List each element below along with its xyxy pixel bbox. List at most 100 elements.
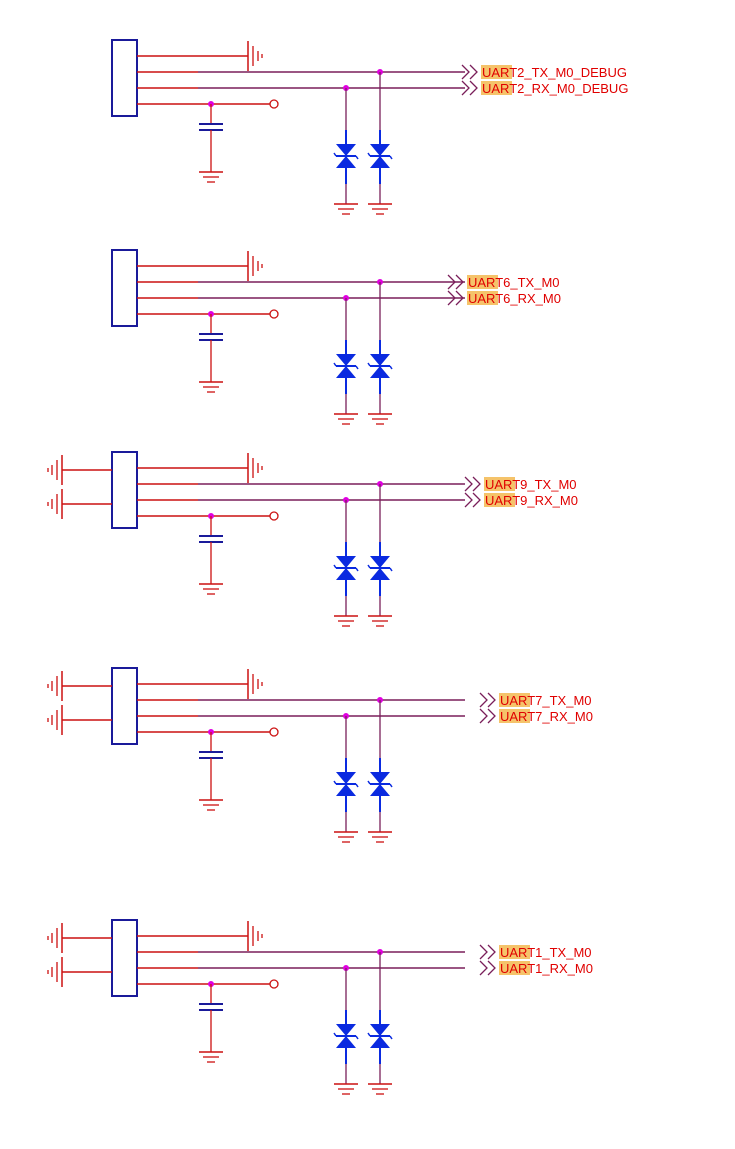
net-label-suffix: 1_TX_M0 bbox=[535, 945, 591, 960]
net-port-icon bbox=[461, 64, 478, 80]
ground-icon bbox=[334, 1083, 358, 1095]
tvs-diode-icon bbox=[333, 130, 359, 184]
chassis-ground-icon bbox=[47, 705, 63, 735]
net-highlight bbox=[499, 945, 530, 959]
net-highlight bbox=[499, 961, 530, 975]
net-port-icon bbox=[461, 80, 478, 96]
net-label: UART6_TX_M0 bbox=[468, 275, 560, 290]
net-label-prefix: UART bbox=[482, 81, 517, 96]
ground-icon bbox=[334, 615, 358, 627]
power-port-icon bbox=[269, 99, 279, 109]
chassis-ground-icon bbox=[247, 251, 263, 281]
tvs-diode-icon bbox=[367, 758, 393, 812]
ground-icon bbox=[199, 799, 223, 811]
net-highlight bbox=[481, 81, 512, 95]
net-label: UART9_TX_M0 bbox=[485, 477, 577, 492]
connector-body bbox=[111, 39, 138, 117]
power-port-icon bbox=[269, 309, 279, 319]
tvs-diode-icon bbox=[367, 340, 393, 394]
net-label-suffix: 6_RX_M0 bbox=[503, 291, 561, 306]
tvs-diode-icon bbox=[333, 340, 359, 394]
net-port-icon bbox=[447, 290, 464, 306]
net-label-prefix: UART bbox=[485, 477, 520, 492]
connector-body bbox=[111, 919, 138, 997]
tvs-diode-icon bbox=[367, 1010, 393, 1064]
net-label: UART9_RX_M0 bbox=[485, 493, 578, 508]
power-port-icon bbox=[269, 727, 279, 737]
net-label: UART1_TX_M0 bbox=[500, 945, 592, 960]
chassis-ground-icon bbox=[247, 41, 263, 71]
ground-icon bbox=[199, 1051, 223, 1063]
net-label: UART7_TX_M0 bbox=[500, 693, 592, 708]
net-label-suffix: 7_RX_M0 bbox=[535, 709, 593, 724]
net-port-icon bbox=[479, 960, 496, 976]
net-highlight bbox=[481, 65, 512, 79]
tvs-diode-icon bbox=[333, 542, 359, 596]
net-label: UART2_TX_M0_DEBUG bbox=[482, 65, 627, 80]
net-port-icon bbox=[447, 274, 464, 290]
net-label-suffix: 1_RX_M0 bbox=[535, 961, 593, 976]
tvs-diode-icon bbox=[333, 1010, 359, 1064]
net-port-icon bbox=[464, 476, 481, 492]
ground-icon bbox=[368, 203, 392, 215]
ground-icon bbox=[368, 831, 392, 843]
ground-icon bbox=[368, 1083, 392, 1095]
connector-body bbox=[111, 451, 138, 529]
chassis-ground-icon bbox=[247, 453, 263, 483]
connector-body bbox=[111, 249, 138, 327]
ground-icon bbox=[368, 615, 392, 627]
ground-icon bbox=[368, 413, 392, 425]
net-label-prefix: UART bbox=[468, 291, 503, 306]
chassis-ground-icon bbox=[247, 921, 263, 951]
net-highlight bbox=[499, 709, 530, 723]
net-port-icon bbox=[479, 692, 496, 708]
net-label-prefix: UART bbox=[500, 945, 535, 960]
chassis-ground-icon bbox=[47, 671, 63, 701]
tvs-diode-icon bbox=[367, 130, 393, 184]
net-label: UART2_RX_M0_DEBUG bbox=[482, 81, 628, 96]
power-port-icon bbox=[269, 979, 279, 989]
net-label-prefix: UART bbox=[485, 493, 520, 508]
net-label-prefix: UART bbox=[500, 693, 535, 708]
net-label-prefix: UART bbox=[468, 275, 503, 290]
net-label-prefix: UART bbox=[482, 65, 517, 80]
tvs-diode-icon bbox=[367, 542, 393, 596]
net-highlight bbox=[484, 477, 515, 491]
chassis-ground-icon bbox=[47, 957, 63, 987]
ground-icon bbox=[199, 381, 223, 393]
net-label-suffix: 7_TX_M0 bbox=[535, 693, 591, 708]
ground-icon bbox=[199, 583, 223, 595]
net-label-suffix: 2_RX_M0_DEBUG bbox=[517, 81, 628, 96]
net-port-icon bbox=[464, 492, 481, 508]
tvs-diode-icon bbox=[333, 758, 359, 812]
net-label-prefix: UART bbox=[500, 709, 535, 724]
net-label: UART1_RX_M0 bbox=[500, 961, 593, 976]
net-label-suffix: 9_RX_M0 bbox=[520, 493, 578, 508]
ground-icon bbox=[199, 171, 223, 183]
net-highlight bbox=[484, 493, 515, 507]
chassis-ground-icon bbox=[47, 455, 63, 485]
net-highlight bbox=[467, 275, 498, 289]
power-port-icon bbox=[269, 511, 279, 521]
net-label-prefix: UART bbox=[500, 961, 535, 976]
net-label-suffix: 6_TX_M0 bbox=[503, 275, 559, 290]
net-label: UART7_RX_M0 bbox=[500, 709, 593, 724]
net-label-suffix: 9_TX_M0 bbox=[520, 477, 576, 492]
net-highlight bbox=[499, 693, 530, 707]
ground-icon bbox=[334, 413, 358, 425]
net-port-icon bbox=[479, 944, 496, 960]
chassis-ground-icon bbox=[247, 669, 263, 699]
net-label: UART6_RX_M0 bbox=[468, 291, 561, 306]
net-label-suffix: 2_TX_M0_DEBUG bbox=[517, 65, 627, 80]
ground-icon bbox=[334, 203, 358, 215]
ground-icon bbox=[334, 831, 358, 843]
net-port-icon bbox=[479, 708, 496, 724]
connector-body bbox=[111, 667, 138, 745]
chassis-ground-icon bbox=[47, 923, 63, 953]
